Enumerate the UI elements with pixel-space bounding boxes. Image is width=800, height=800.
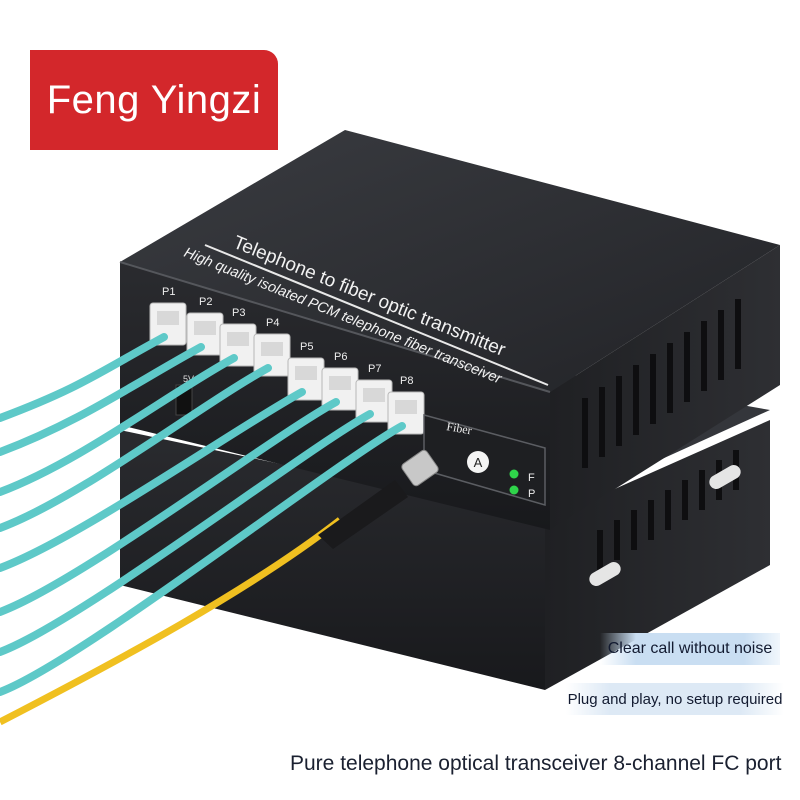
rj11-plug-latch xyxy=(363,388,385,402)
fiber-label: Fiber xyxy=(445,419,472,437)
port-label-p8: P8 xyxy=(400,375,413,387)
feature-tag-noise-text: Clear call without noise xyxy=(607,640,773,657)
port-label-p7: P7 xyxy=(368,363,381,375)
rj11-plug-latch xyxy=(295,366,317,380)
brand-name: Feng Yingzi xyxy=(46,77,262,122)
upper-unit-top xyxy=(120,130,780,392)
telephone-cable-p2 xyxy=(0,343,205,456)
telephone-cable-p1 xyxy=(0,333,168,422)
power-label: 5V xyxy=(183,374,194,384)
port-label-p2: P2 xyxy=(199,296,212,308)
channel-badge: A xyxy=(474,455,483,470)
telephone-cable-p7 xyxy=(0,410,374,656)
led-f xyxy=(509,469,519,479)
rj11-plug-latch xyxy=(329,376,351,390)
lower-unit-front xyxy=(120,430,545,690)
channel-badge-circle xyxy=(467,451,489,473)
fiber-cable xyxy=(0,449,439,726)
feature-tag-plug: Plug and play, no setup required xyxy=(566,683,784,715)
telephone-cable-p3 xyxy=(0,354,238,496)
fiber-cable-line xyxy=(0,517,343,726)
port-label-p1: P1 xyxy=(162,286,175,298)
telephone-cable-p6 xyxy=(0,398,340,616)
rj11-plug-latch xyxy=(261,342,283,356)
telephone-cable-p5 xyxy=(0,388,306,572)
telephone-cable-p4 xyxy=(0,364,272,532)
mounting-ear xyxy=(589,562,621,586)
rj11-plug-latch xyxy=(227,332,249,346)
led-p xyxy=(509,485,519,495)
rj11-plug-latch xyxy=(194,321,216,335)
feature-tag-noise: Clear call without noise xyxy=(600,633,780,665)
brand-badge: Feng Yingzi xyxy=(30,50,278,150)
port-label-p6: P6 xyxy=(334,351,347,363)
rj11-plug-latch xyxy=(395,400,417,414)
telephone-cable-p8 xyxy=(0,422,406,696)
title-underline xyxy=(204,244,549,386)
led-f-label: F xyxy=(528,472,535,484)
telephone-cables xyxy=(0,333,406,696)
port-label-p5: P5 xyxy=(300,341,313,353)
port-label-p4: P4 xyxy=(266,317,279,329)
product-caption: Pure telephone optical transceiver 8-cha… xyxy=(290,752,782,775)
feature-tag-plug-text: Plug and play, no setup required xyxy=(567,690,783,708)
led-p-label: P xyxy=(528,488,535,500)
rj11-plug-latch xyxy=(157,311,179,325)
fiber-boot xyxy=(318,480,408,549)
mounting-ear xyxy=(709,465,741,489)
side-vents xyxy=(582,299,741,570)
fiber-panel: Fiber A F P xyxy=(423,414,546,506)
fc-connector[interactable] xyxy=(400,449,439,488)
top-edge-highlight xyxy=(119,261,551,393)
port-label-p3: P3 xyxy=(232,307,245,319)
mounting-ears xyxy=(589,465,741,586)
